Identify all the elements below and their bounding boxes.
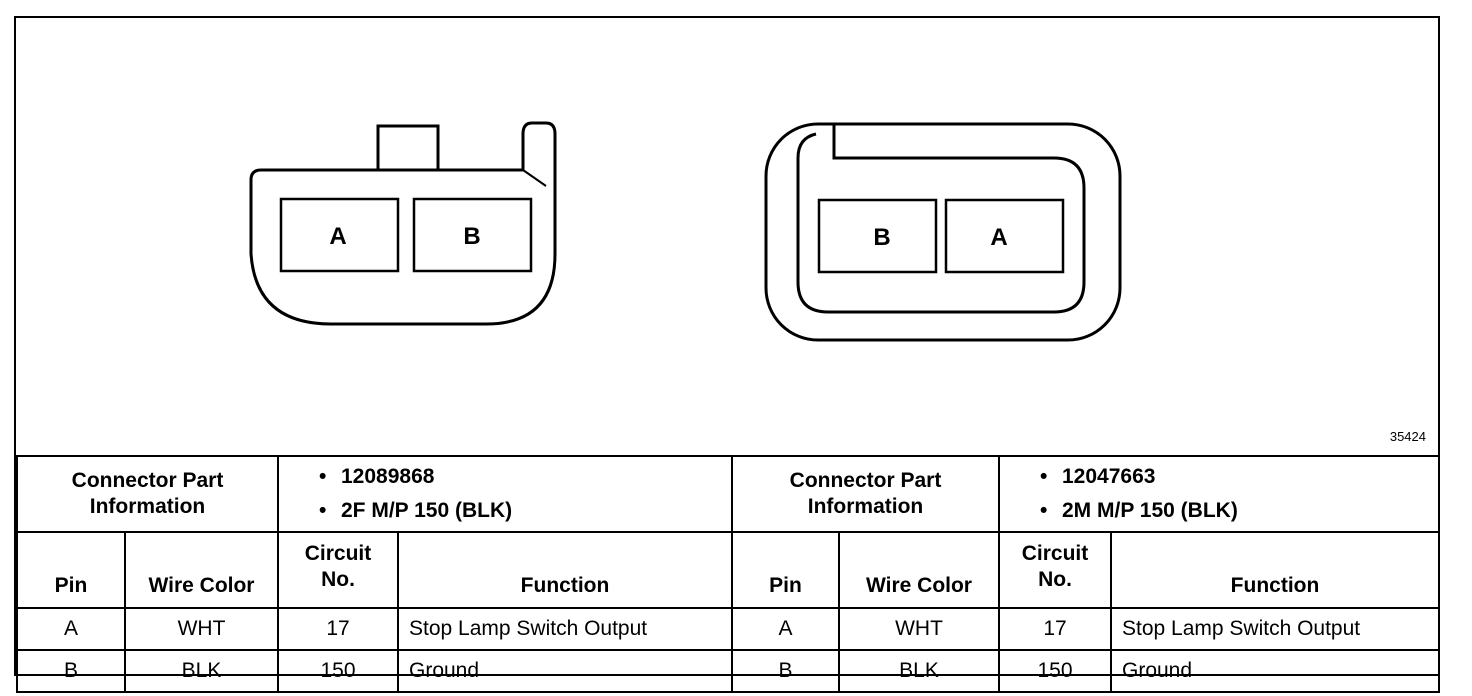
function-cell: Ground (397, 649, 733, 693)
circuit-cell: 150 (277, 649, 399, 693)
circuit-cell: 17 (998, 607, 1112, 651)
pin-cell: A (16, 607, 126, 651)
col-pin-right: Pin (731, 531, 840, 609)
col-function-right: Function (1109, 531, 1441, 609)
part-desc-left: 2F M/P 150 (BLK) (341, 499, 513, 522)
pin-cell: B (731, 649, 840, 693)
female-connector-drawing (249, 121, 557, 326)
col-function-left: Function (397, 531, 733, 609)
circuit-cell: 17 (277, 607, 399, 651)
col-wire-color-right: Wire Color (838, 531, 1000, 609)
male-pin-b-label: B (873, 224, 890, 251)
pin-cell: B (16, 649, 126, 693)
pin-cell: A (731, 607, 840, 651)
connector-diagram: A B B A 35424 (16, 18, 1438, 455)
wire-color-cell: WHT (124, 607, 279, 651)
function-cell: Ground (1109, 649, 1441, 693)
part-desc-right: 2M M/P 150 (BLK) (1062, 499, 1238, 522)
table-row: B BLK 150 Ground B BLK 150 Ground (16, 649, 1441, 693)
figure-number: 35424 (1389, 429, 1426, 444)
male-connector-drawing (764, 122, 1122, 342)
part-number-right: 12047663 (1062, 465, 1156, 488)
col-pin-left: Pin (16, 531, 126, 609)
wire-color-cell: WHT (838, 607, 1000, 651)
part-info-right: •12047663 •2M M/P 150 (BLK) (997, 455, 1441, 533)
part-info-left: •12089868 •2F M/P 150 (BLK) (277, 455, 733, 533)
wire-color-cell: BLK (838, 649, 1000, 693)
female-pin-a-label: A (329, 223, 346, 250)
female-pin-b-label: B (463, 223, 480, 250)
part-number-left: 12089868 (341, 465, 435, 488)
function-cell: Stop Lamp Switch Output (1109, 607, 1441, 651)
function-cell: Stop Lamp Switch Output (397, 607, 733, 651)
wire-color-cell: BLK (124, 649, 279, 693)
table-row: A WHT 17 Stop Lamp Switch Output A WHT 1… (16, 607, 1441, 651)
circuit-cell: 150 (998, 649, 1112, 693)
male-pin-a-label: A (990, 224, 1007, 251)
col-wire-color-left: Wire Color (124, 531, 279, 609)
